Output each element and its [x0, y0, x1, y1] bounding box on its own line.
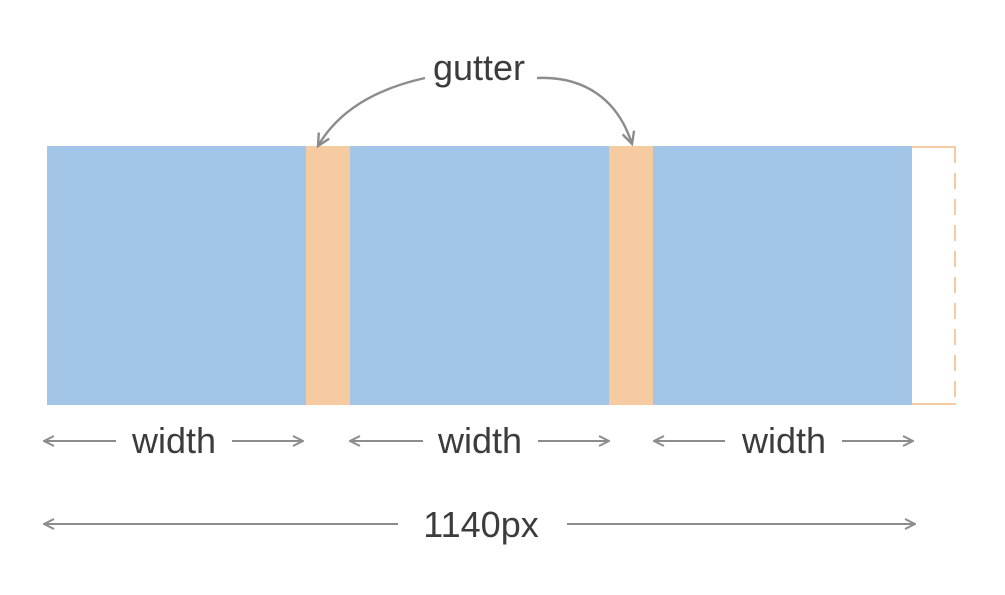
total-width-label: 1140px [423, 504, 538, 545]
trailing-gutter-outline [912, 146, 956, 405]
column-1 [47, 146, 306, 405]
column-3-width-label: width [741, 420, 826, 461]
column-2 [350, 146, 609, 405]
gutter-1 [306, 146, 350, 405]
gutter-2 [609, 146, 653, 405]
gutter-arrow-right [536, 76, 632, 144]
gutter-label: gutter [433, 47, 525, 88]
column-3 [653, 146, 912, 405]
column-2-width-label: width [437, 420, 522, 461]
column-1-width-label: width [131, 420, 216, 461]
gutter-arrow-left [318, 76, 426, 146]
